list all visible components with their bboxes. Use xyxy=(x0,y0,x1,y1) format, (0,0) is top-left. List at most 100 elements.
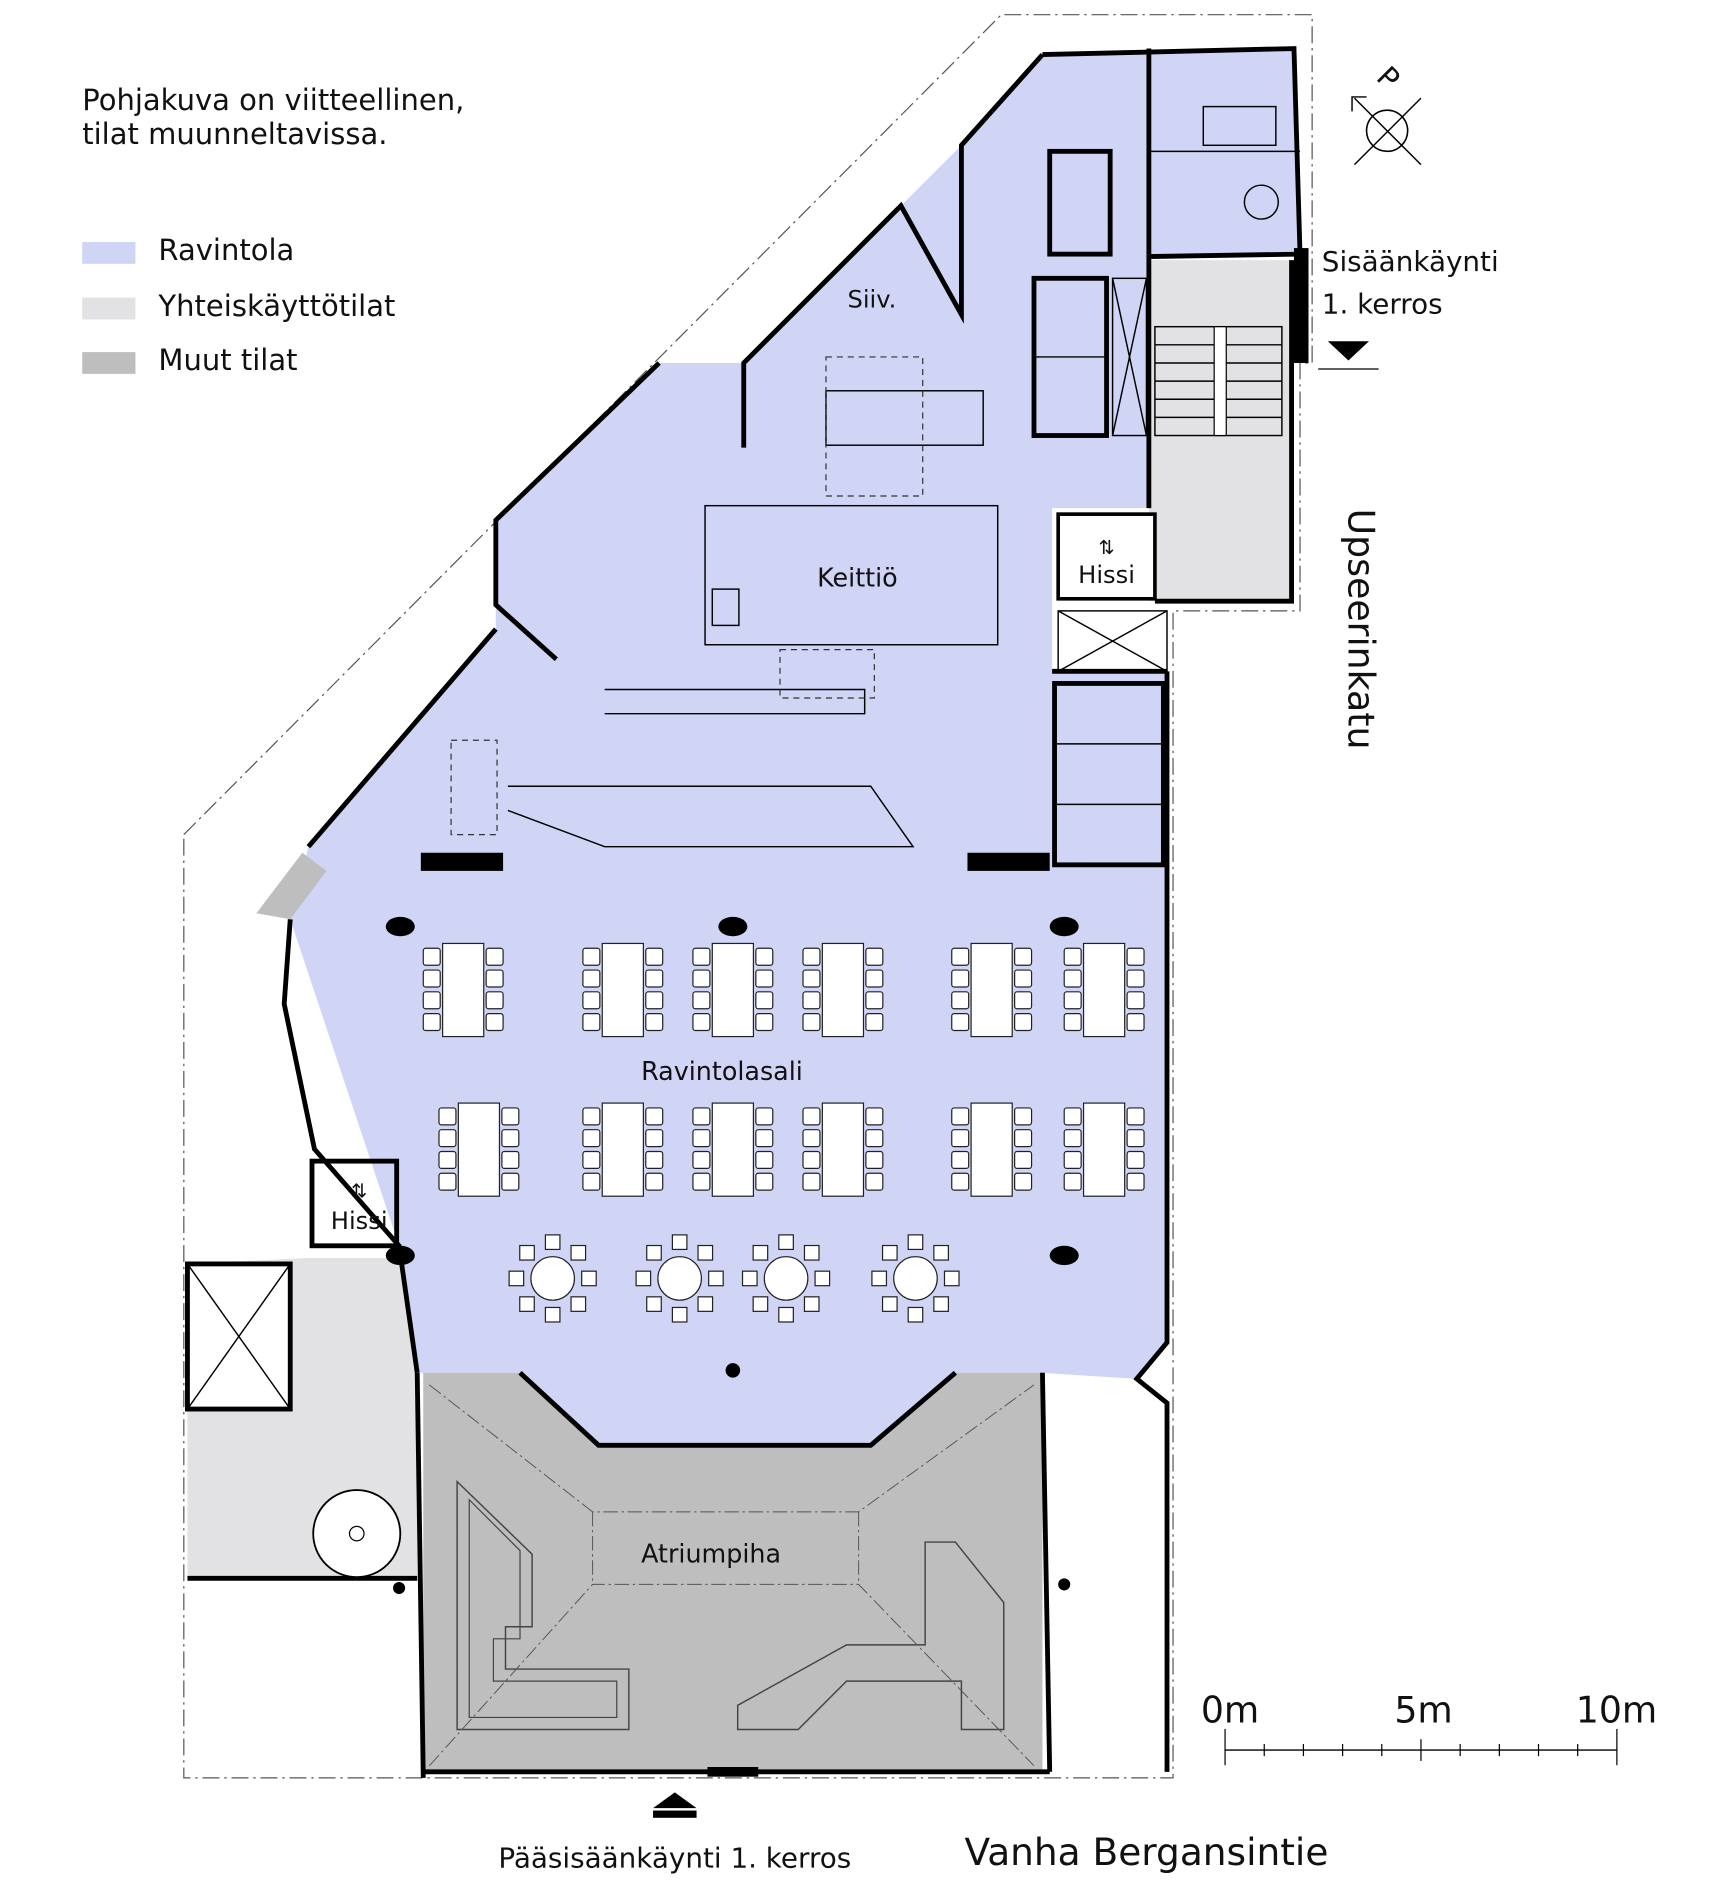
chair xyxy=(697,1296,714,1312)
chair xyxy=(865,1107,884,1126)
room-label-cleaning: Siiv. xyxy=(847,285,896,313)
chair xyxy=(645,1129,664,1148)
main-entrance-arrow-icon xyxy=(653,1792,697,1809)
side-entrance-arrow-icon xyxy=(1327,341,1369,361)
dining-tables xyxy=(422,942,1145,1323)
legend-label-other: Muut tilat xyxy=(158,343,297,377)
planter-left xyxy=(456,1479,630,1731)
planter-right xyxy=(736,1541,1005,1731)
chair xyxy=(582,969,601,988)
chair xyxy=(871,1270,888,1287)
chair xyxy=(582,1172,601,1191)
room-label-elevator-left: Hissi xyxy=(331,1207,388,1235)
chair xyxy=(645,969,664,988)
chair xyxy=(865,1172,884,1191)
chair xyxy=(951,1150,970,1169)
chair xyxy=(802,1150,821,1169)
elevator-icon: ⇅ xyxy=(1098,536,1114,559)
chair xyxy=(422,969,441,988)
chair xyxy=(907,1306,924,1323)
chair xyxy=(501,1107,520,1126)
chair xyxy=(951,1129,970,1148)
main-door xyxy=(707,1767,759,1777)
chair xyxy=(581,1270,597,1287)
chair xyxy=(645,947,664,966)
street-label-east: Upseerinkatu xyxy=(1339,509,1382,750)
chair xyxy=(1126,1150,1145,1169)
room-label-kitchen: Keittiö xyxy=(817,563,898,593)
chair xyxy=(802,947,821,966)
chair xyxy=(1063,1150,1082,1169)
legend: Ravintola Yhteiskäyttötilat Muut tilat xyxy=(82,233,395,377)
chair xyxy=(1014,1150,1033,1169)
chair xyxy=(697,1244,714,1261)
table xyxy=(1082,942,1126,1038)
chair xyxy=(1126,1012,1145,1032)
chair xyxy=(1014,1172,1033,1191)
chair xyxy=(778,1306,794,1323)
disclaimer-line-2: tilat muunneltavissa. xyxy=(82,117,387,151)
chair xyxy=(1063,947,1082,966)
chair xyxy=(951,1172,970,1191)
chair xyxy=(501,1150,520,1169)
staircase xyxy=(1154,325,1283,437)
street-label-south: Vanha Bergansintie xyxy=(965,1830,1329,1874)
north-arrow-icon xyxy=(1351,96,1422,166)
table xyxy=(601,1102,644,1197)
room-label-elevator-right: Hissi xyxy=(1078,561,1135,589)
chair xyxy=(865,991,884,1010)
chair xyxy=(1126,1172,1145,1191)
planter-left-inner xyxy=(468,1498,618,1719)
chair xyxy=(1063,1172,1082,1191)
chair xyxy=(1014,991,1033,1010)
property-boundary xyxy=(183,14,1313,1779)
chair xyxy=(755,947,774,966)
scale-label-0: 0m xyxy=(1201,1688,1259,1731)
chair xyxy=(865,1012,884,1032)
chair xyxy=(755,1012,774,1032)
chair xyxy=(951,969,970,988)
round-table xyxy=(763,1256,809,1301)
chair xyxy=(692,1150,711,1169)
chair xyxy=(501,1129,520,1148)
chair xyxy=(803,1296,820,1312)
chair xyxy=(645,1172,664,1191)
table xyxy=(970,1102,1013,1197)
table xyxy=(442,942,485,1038)
chair xyxy=(865,947,884,966)
disclaimer-line-1: Pohjakuva on viitteellinen, xyxy=(82,83,464,117)
chair xyxy=(802,1172,821,1191)
legend-label-common: Yhteiskäyttötilat xyxy=(157,289,395,323)
chair xyxy=(646,1296,662,1312)
chair xyxy=(582,1150,601,1169)
restaurant-area xyxy=(290,48,1301,1446)
table xyxy=(711,942,755,1038)
chair xyxy=(814,1270,831,1287)
office-rooms xyxy=(1047,48,1301,257)
chair xyxy=(485,991,504,1010)
chair xyxy=(1063,969,1082,988)
chair xyxy=(438,1107,457,1126)
chair xyxy=(802,969,821,988)
chair xyxy=(803,1244,820,1261)
main-entrance-label: Pääsisäänkäynti 1. kerros xyxy=(498,1841,851,1874)
chair xyxy=(778,1234,794,1251)
columns xyxy=(385,916,1079,1595)
kitchen-counters xyxy=(450,356,999,848)
chair xyxy=(485,1012,504,1032)
chair xyxy=(755,1129,774,1148)
table xyxy=(1082,1102,1126,1197)
chair xyxy=(1014,969,1033,988)
compass-label: P xyxy=(1370,60,1406,96)
chair xyxy=(692,1012,711,1032)
chair xyxy=(1063,1129,1082,1148)
chair xyxy=(951,991,970,1010)
chair xyxy=(1126,991,1145,1010)
chair xyxy=(570,1296,587,1312)
chair xyxy=(485,947,504,966)
chair xyxy=(951,1107,970,1126)
atrium-roof-lines xyxy=(428,1384,1035,1767)
chair xyxy=(582,1129,601,1148)
chair xyxy=(635,1270,652,1287)
